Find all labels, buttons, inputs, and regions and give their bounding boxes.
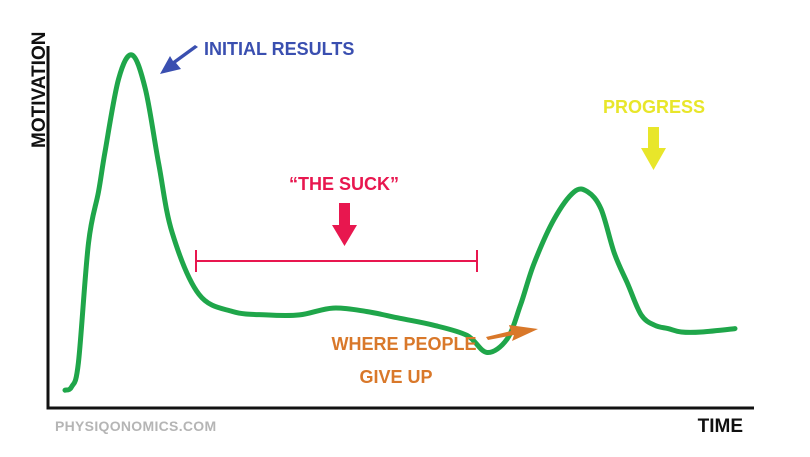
- progress-arrow: [641, 127, 666, 170]
- the-suck-label: “THE SUCK”: [289, 174, 399, 194]
- the-suck-arrow: [332, 203, 357, 246]
- give-up-label-line2: GIVE UP: [359, 367, 432, 387]
- watermark: PHYSIQONOMICS.COM: [55, 418, 216, 434]
- progress-label: PROGRESS: [603, 97, 705, 117]
- motivation-curve: [62, 52, 738, 393]
- the-suck-range-bracket: [195, 250, 478, 272]
- initial-results-label: INITIAL RESULTS: [204, 39, 354, 59]
- x-axis-label: TIME: [698, 416, 743, 437]
- initial-results-arrow: [160, 45, 198, 74]
- give-up-label-line1: WHERE PEOPLE: [331, 334, 476, 354]
- y-axis-label: MOTIVATION: [29, 32, 50, 148]
- give-up-arrow: [486, 325, 538, 341]
